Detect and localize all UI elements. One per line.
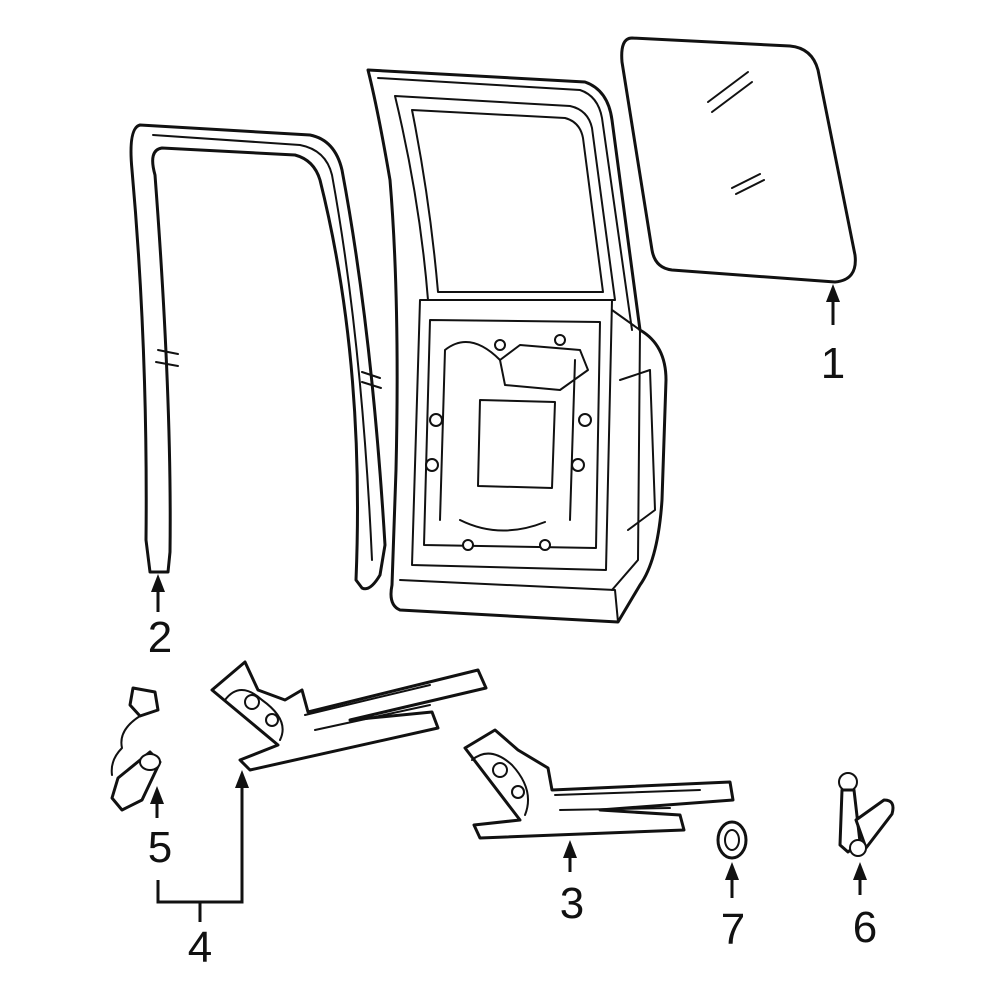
regulator-upper: [210, 660, 488, 772]
callout-7: 7: [721, 905, 745, 954]
callout-3: 3: [560, 879, 584, 928]
callout-2: 2: [148, 613, 172, 662]
regulator-lower: [463, 728, 735, 840]
window-crank-handle: [838, 772, 895, 857]
callout-6: 6: [853, 903, 877, 952]
door-shell: [366, 68, 668, 624]
run-channel: [129, 123, 387, 591]
callout-4: 4: [188, 923, 212, 972]
door-glass: [620, 36, 857, 284]
callout-1: 1: [821, 339, 845, 388]
callout-leaders: [150, 284, 867, 922]
spacer-washer: [716, 820, 748, 860]
window-motor: [110, 686, 162, 812]
callout-5: 5: [148, 823, 172, 872]
